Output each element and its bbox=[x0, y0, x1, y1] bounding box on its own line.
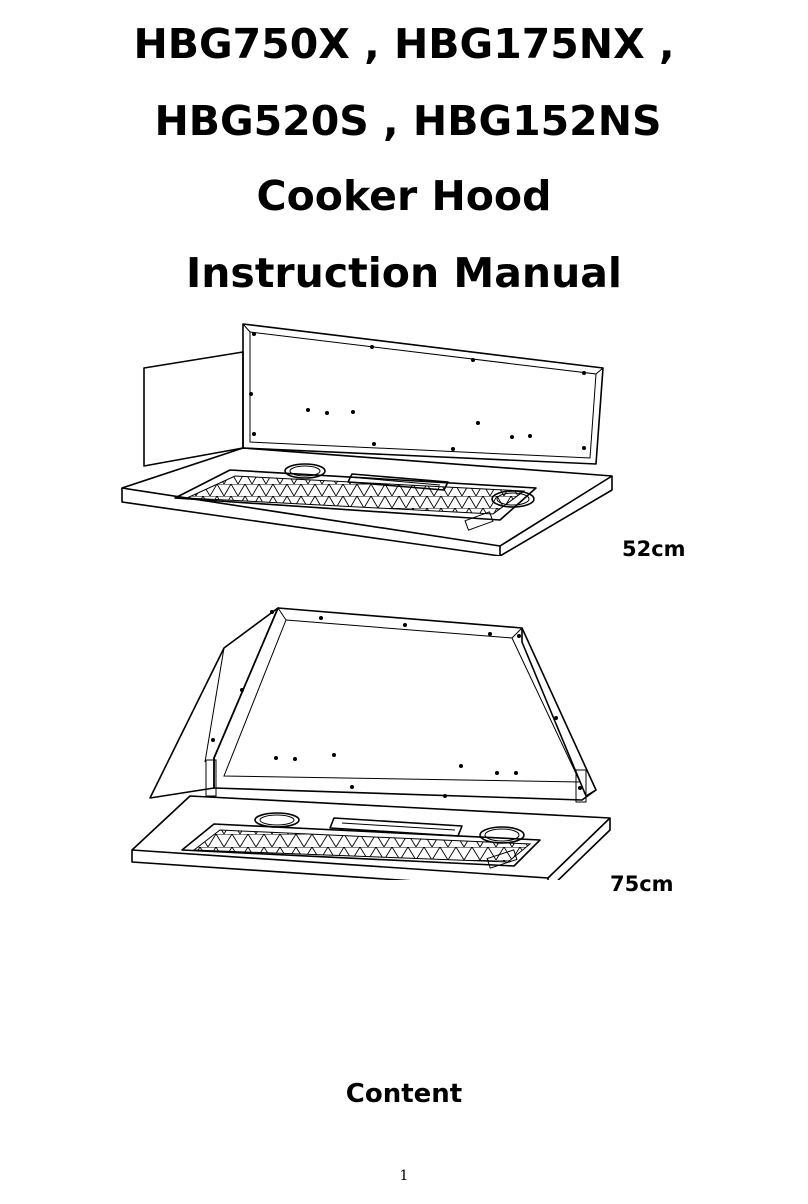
section-heading-content: Content bbox=[345, 1079, 463, 1109]
screw-holes bbox=[211, 610, 582, 798]
title-models-line-2: HBG520S , HBG152NS bbox=[154, 97, 662, 145]
title-document-type: Instruction Manual bbox=[185, 249, 622, 297]
hood-52cm-illustration bbox=[121, 323, 613, 556]
size-label-52cm: 52cm bbox=[622, 537, 686, 561]
size-label-75cm: 75cm bbox=[610, 872, 674, 896]
title-models-line-1: HBG750X , HBG175NX , bbox=[133, 20, 675, 68]
title-product: Cooker Hood bbox=[256, 172, 552, 220]
screw-holes bbox=[249, 332, 586, 451]
page-number: 1 bbox=[399, 1168, 409, 1184]
hood-75cm-illustration bbox=[131, 607, 611, 880]
